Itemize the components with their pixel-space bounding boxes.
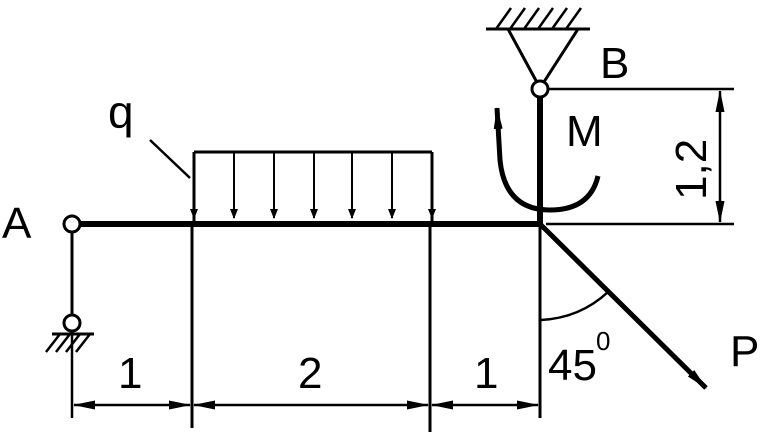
- label-height: 1,2: [667, 139, 716, 200]
- label-dim-1: 1: [118, 349, 142, 398]
- label-b: B: [600, 39, 629, 88]
- label-angle-unit: 0: [596, 326, 610, 356]
- force-arrow: [538, 222, 708, 390]
- support-a: [45, 214, 94, 353]
- pin-b: [530, 79, 550, 99]
- pin-a-ground: [62, 313, 82, 333]
- label-p: P: [730, 327, 759, 376]
- distributed-load: [149, 139, 436, 224]
- angle-arc: [540, 291, 609, 322]
- label-q: q: [108, 86, 134, 138]
- label-angle: 45: [548, 341, 597, 390]
- support-b: [486, 7, 590, 99]
- label-dim-3: 1: [474, 349, 498, 398]
- label-a: A: [2, 199, 32, 248]
- label-dim-2: 2: [298, 349, 322, 398]
- pin-a: [62, 214, 82, 234]
- q-leader: [149, 139, 191, 179]
- label-m: M: [566, 107, 603, 156]
- moment-arrow: [493, 107, 601, 213]
